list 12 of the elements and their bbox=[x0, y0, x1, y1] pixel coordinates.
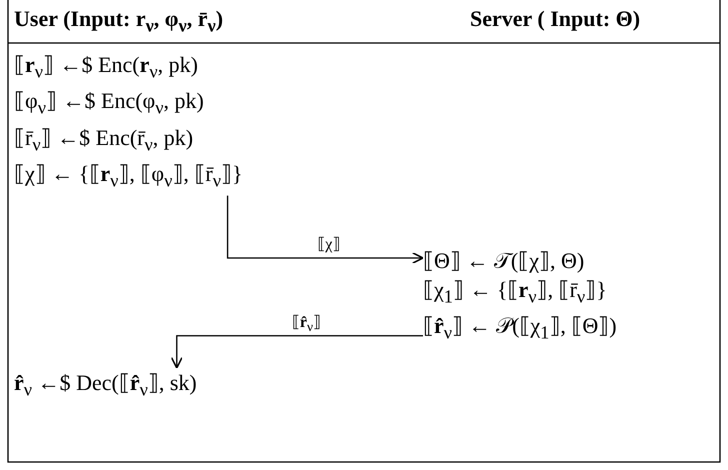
formula-text: ⟦r̄$_{ν}$⟧ ←$ Enc(r̄$_{ν}$, pk) bbox=[14, 124, 194, 156]
formula-text: ⟦r̂$_{ν}$⟧ ← 𝒫(⟦χ$_{1}$⟧, ⟦Θ⟧) bbox=[423, 312, 617, 345]
column-heading: Server ( Input: Θ) bbox=[470, 6, 640, 32]
message-arrow bbox=[226, 196, 424, 264]
message-arrow bbox=[170, 335, 423, 369]
formula-text: ⟦φ$_{ν}$⟧ ←$ Enc(φ$_{ν}$, pk) bbox=[14, 87, 204, 120]
formula-text: ⟦χ$_{1}$⟧ ← {⟦r$_{ν}$⟧, ⟦r̄$_{ν}$⟧} bbox=[423, 276, 607, 308]
formula-text: r̂$_{ν}$ ←$ Dec(⟦r̂$_{ν}$⟧, sk) bbox=[14, 369, 197, 402]
column-heading: User (Input: r$_{ν}$, φ$_{ν}$, r̄$_{ν}$) bbox=[14, 6, 224, 36]
formula-text: ⟦r$_{ν}$⟧ ←$ Enc(r$_{ν}$, pk) bbox=[14, 51, 198, 84]
formula-text: ⟦χ⟧ ← {⟦r$_{ν}$⟧, ⟦φ$_{ν}$⟧, ⟦r̄$_{ν}$⟧} bbox=[14, 160, 243, 193]
formula-text: ⟦Θ⟧ ← 𝒯(⟦χ⟧, Θ) bbox=[423, 247, 584, 275]
